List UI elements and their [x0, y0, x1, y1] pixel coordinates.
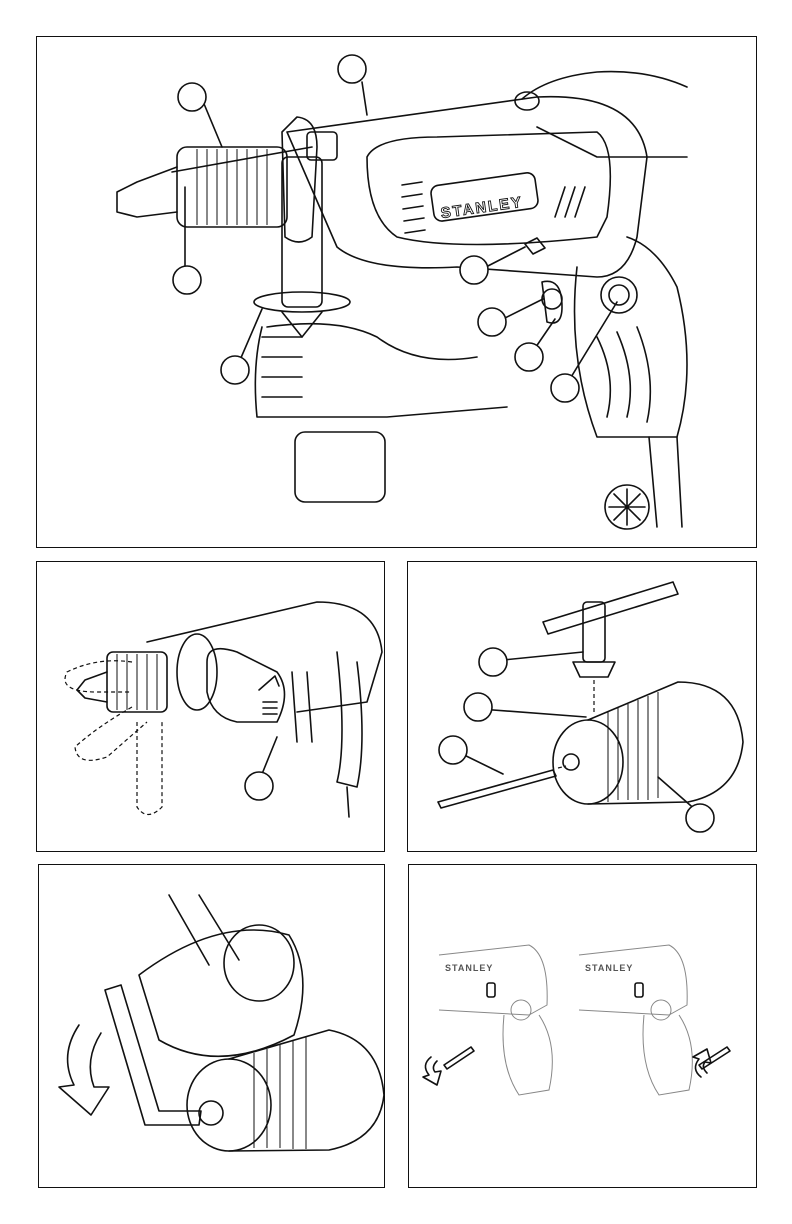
figure-chuck-key-insert-bit: [407, 561, 757, 852]
hand-gripping-collar: [207, 649, 285, 722]
chuck-removal-illustration: [39, 865, 386, 1189]
callout-circle-7: [551, 374, 579, 402]
drill-housing: [287, 97, 647, 277]
lock-button: [601, 277, 637, 313]
callout-circle-8: [221, 356, 249, 384]
grip-texture: [597, 327, 650, 422]
chuck-knurling: [197, 149, 267, 225]
chuck-key-illustration: [408, 562, 758, 853]
speed-dial: [542, 289, 562, 309]
left-rotation-arrow-icon: [423, 1057, 441, 1085]
handle-position-up: [65, 661, 132, 692]
side-handle-illustration: [37, 562, 386, 853]
right-hand: [522, 72, 687, 157]
figure-chuck-removal: [38, 864, 385, 1188]
callout-circle-chuck: [686, 804, 714, 832]
leader-2: [362, 82, 367, 115]
callout-circle-2: [338, 55, 366, 83]
drill-cord-side: [347, 787, 349, 817]
figure-side-handle-rotation: [36, 561, 385, 852]
chuck-jaw-opening: [563, 754, 579, 770]
rotate-arrow-icon: [259, 676, 279, 690]
chuck-body-side: [588, 682, 743, 804]
chuck-side-nose: [77, 672, 107, 702]
depth-rod: [172, 147, 312, 172]
left-hand-fingers: [262, 337, 302, 397]
side-handle-grip: [295, 432, 385, 502]
chuck-key-tbar: [543, 582, 678, 634]
chuck-key-shaft: [583, 602, 605, 662]
leader-1: [202, 99, 222, 147]
side-handle-flange: [254, 292, 350, 312]
lock-button-inner: [609, 285, 629, 305]
left-drill-reverse-lever: [487, 983, 495, 997]
chuck-nose: [117, 167, 177, 217]
drill-chuck: [177, 147, 287, 227]
handle-position-diagonal: [75, 707, 147, 760]
left-drill-grip: [503, 1015, 552, 1095]
forward-reverse-illustration: STANLEY STANLEY: [409, 865, 758, 1189]
chuck-screw-hole: [199, 1101, 223, 1125]
chuck-key-end: [224, 925, 294, 1001]
brand-logo: STANLEY: [440, 194, 524, 222]
callout-circle-4: [460, 256, 488, 284]
leader-side-handle: [262, 737, 277, 774]
handle-collar-side: [177, 634, 217, 710]
chuck-knurling: [254, 1037, 306, 1149]
cord-guard-spokes: [609, 489, 645, 525]
chuck-front-face: [187, 1059, 271, 1151]
leader-key-hole: [480, 709, 586, 717]
callout-circle-6: [515, 343, 543, 371]
figure-forward-reverse-selector: STANLEY STANLEY: [408, 864, 757, 1188]
right-drill-body: [579, 945, 687, 1015]
handle-position-down: [137, 722, 162, 815]
callout-circle-3: [173, 266, 201, 294]
pistol-grip: [575, 237, 688, 437]
leader-4: [482, 247, 525, 269]
right-drill-logo: STANLEY: [585, 963, 633, 973]
rotate-counterclockwise-arrow-icon: [59, 1025, 109, 1115]
drill-bit: [438, 770, 556, 808]
callout-circle-key: [479, 648, 507, 676]
side-handle-collar: [282, 157, 322, 307]
left-drill-body: [439, 945, 547, 1015]
left-drill-logo: STANLEY: [445, 963, 493, 973]
figure-drill-overview: STANLEY: [36, 36, 757, 548]
rear-vents: [555, 187, 585, 217]
right-drill-lock-button: [651, 1000, 671, 1020]
right-drill-reverse-lever: [635, 983, 643, 997]
callout-circle-bit: [439, 736, 467, 764]
handle-rod: [292, 672, 312, 742]
callout-circle-1: [178, 83, 206, 111]
left-drill-lock-button: [511, 1000, 531, 1020]
spindle-shaft: [169, 895, 239, 965]
left-drill-bit: [444, 1047, 474, 1069]
callout-circle-key-hole: [464, 693, 492, 721]
depth-rod-clamp: [307, 132, 337, 160]
leader-key: [503, 652, 583, 660]
callout-circle-side-handle: [245, 772, 273, 800]
front-vents: [402, 182, 425, 233]
drill-grip-side: [337, 652, 362, 787]
trigger-switch: [542, 281, 562, 323]
rotate-arrow-marks: [263, 702, 277, 714]
chuck-key-head: [139, 930, 303, 1056]
power-cord: [649, 437, 682, 527]
chuck-side-knurling: [117, 654, 157, 710]
drill-body-side: [147, 602, 382, 712]
callout-circle-5: [478, 308, 506, 336]
drill-overview-illustration: STANLEY: [37, 37, 758, 549]
reverse-lever: [525, 238, 545, 254]
chuck-key-gear: [573, 662, 615, 677]
right-drill-grip: [643, 1015, 692, 1095]
